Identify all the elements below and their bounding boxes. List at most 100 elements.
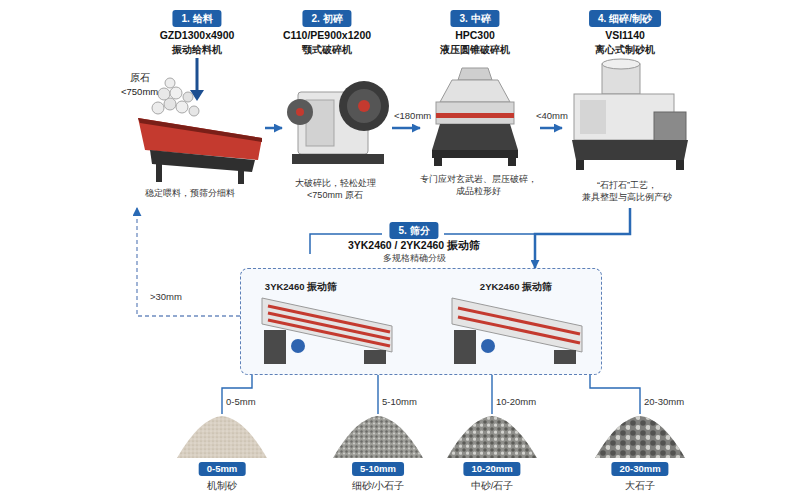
description: 大破碎比，轻松处理 <750mm 原石 [279,178,391,201]
flow-arrow [535,208,630,268]
flow-arrow [540,127,562,130]
vsi-hopper [602,64,640,94]
stone [183,92,193,102]
stone [170,87,182,99]
cone-leg [434,158,442,166]
product-name: 大石子 [588,480,692,492]
screen-support [554,350,576,364]
vsi-leg [676,160,684,170]
cone-frame [432,124,518,150]
screen-deck [268,306,390,332]
cone-band [436,113,514,118]
product-node: 5-10mm 细砂/小石子 [328,414,428,498]
model-label: C110/PE900x1200 [272,29,382,43]
screen-support [454,330,476,364]
stone [189,106,199,116]
sand-pile-texture [177,416,267,458]
description: “石打石”工艺， 兼具整型与高比例产砂 [563,180,691,203]
stone [176,101,188,113]
stone [164,98,176,110]
screen-deck [268,313,390,339]
jaw-plate [306,100,334,146]
product-name: 机制砂 [170,480,274,492]
flywheel-hub [296,108,304,116]
machine-name: 振动给料机 [127,43,267,56]
size-label: <180mm [394,110,431,121]
screen-motor [291,339,305,353]
vsi-body [574,94,674,140]
machine-name: 离心式制砂机 [561,43,689,56]
machine-node: 3. 中碎HPC300液压圆锥破碎机专门应对玄武岩、层压破碎， 成品粒形好 [420,8,540,208]
cone-base [432,150,518,158]
model-label: GZD1300x4900 [127,29,267,43]
flow-arrow [377,375,378,414]
step-badge: 1. 给料 [172,10,221,27]
feeder-frame [150,150,255,172]
machine-name: 液压圆锥破碎机 [415,43,535,56]
gravel-pile [447,416,537,458]
flow-arrow [222,375,252,414]
screen-plate [262,298,392,352]
vsi-frame [572,140,688,160]
vsi-door [580,100,606,134]
model-label: 3YK2460 / 2YK2460 振动筛 [264,239,564,253]
flow-arrow [265,127,282,130]
flywheel-inner [347,89,381,123]
machine-name: 颚式破碎机 [272,43,382,56]
bracket-line [310,234,535,254]
product-name: 细砂/小石子 [326,480,430,492]
cone-top [440,80,510,102]
gravel-pile [333,416,423,458]
step-badge: 2. 初碎 [302,10,351,27]
gravel-pile-texture [447,416,537,458]
jaw-body [298,92,368,154]
model-label: HPC300 [415,29,535,43]
gravel-pile-texture [595,416,685,458]
screening-group: 5. 筛分3YK2460 / 2YK2460 振动筛多规格精确分级3YK2460… [240,268,602,375]
screen-deck [268,320,390,346]
screen-support [264,330,286,364]
screen-motor [481,339,495,353]
size-badge: 20-30mm [611,462,668,476]
flywheel [339,81,389,131]
input-arrow-head [190,90,204,101]
screen-deck [458,317,580,343]
return-line [137,208,240,316]
size-label: <40mm [536,110,568,121]
machine-node: 2. 初碎C110/PE900x1200颚式破碎机大破碎比，轻松处理 <750m… [282,8,392,208]
sand-pile [177,416,267,458]
stone [158,88,170,100]
input-arrow [196,58,199,91]
size-label: 10-20mm [496,396,536,407]
size-badge: 5-10mm [352,462,404,476]
screen-deck [458,308,580,334]
stone [152,102,164,114]
description: 多规格精确分级 [314,253,514,265]
step-badge: 5. 筛分 [389,222,438,239]
machine-node: 1. 给料GZD1300x4900振动给料机稳定喂料，预筛分细料 [125,8,265,208]
flywheel-hub [358,100,370,112]
gravel-pile [595,416,685,458]
feeder-trough [138,118,262,160]
screen-node: 2YK2460 振动筛 [441,277,591,369]
flywheel [287,99,313,125]
flow-arrow [590,375,640,414]
flow-arrow [491,375,492,414]
feeder-leg [238,168,244,184]
step-badge: 3. 中碎 [450,10,499,27]
input-label: <750mm [121,86,158,97]
description: 专门应对玄武岩、层压破碎， 成品粒形好 [415,174,541,197]
product-name: 中砂/石子 [440,480,544,492]
model-label: VSI1140 [561,29,689,43]
vsi-hopper-top [602,59,640,69]
product-node: 0-5mm机制砂 [172,414,272,498]
screen-name: 3YK2460 振动筛 [256,281,346,293]
size-badge: 10-20mm [463,462,520,476]
stone [165,78,175,88]
flow-arrow [392,127,420,130]
vsi-leg [576,160,584,170]
size-label: 5-10mm [382,396,417,407]
product-node: 20-30mm 大石子 [590,414,690,498]
size-label: >30mm [150,291,182,302]
